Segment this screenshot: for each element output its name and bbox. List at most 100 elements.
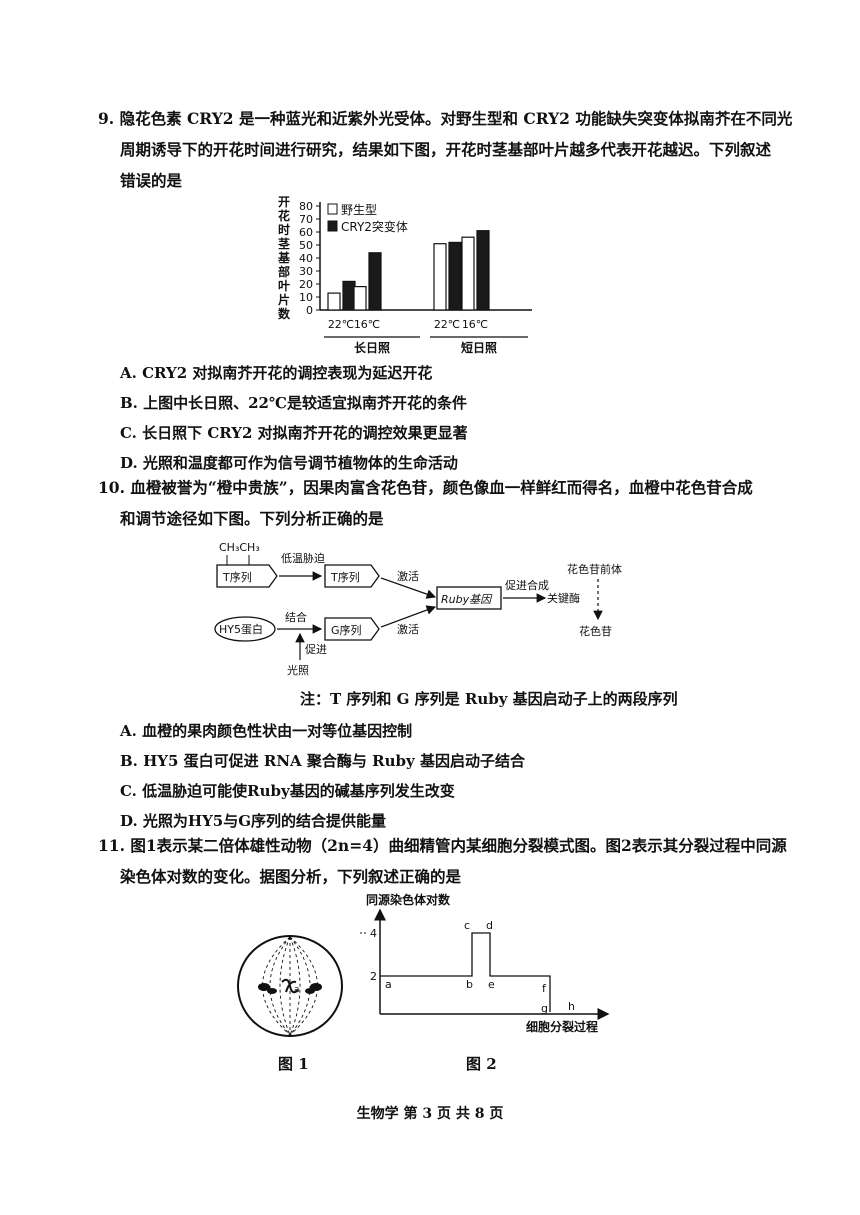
bar-mutant-0 [342, 280, 356, 311]
anthocyanin-label: 花色苷 [579, 624, 612, 638]
ylabel-char: 时 [278, 222, 290, 237]
low-temp-label: 低温胁迫 [281, 551, 325, 565]
xtick-label: 16℃ [462, 318, 488, 331]
fig2-ytick-4: 4 [370, 927, 377, 940]
bar-wild-type-2 [433, 243, 447, 311]
xtick-label: 16℃ [354, 318, 380, 331]
fig2-step-line [380, 932, 551, 1012]
ytick-label: 10 [299, 291, 313, 304]
q11-line2: 染色体对数的变化。据图分析，下列叙述正确的是 [120, 867, 462, 886]
ylabel-char: 花 [278, 208, 290, 223]
activate-label-1: 激活 [397, 569, 419, 583]
ylabel-char: 叶 [278, 278, 290, 293]
methyl-label: CH₃CH₃ [219, 541, 260, 554]
ylabel-char: 部 [278, 264, 290, 279]
q9-option-d: D. 光照和温度都可作为信号调节植物体的生命活动 [120, 454, 458, 472]
light-label: 光照 [287, 663, 309, 677]
hy5-protein-ellipse [214, 616, 276, 642]
q10-note: 注：T 序列和 G 序列是 Ruby 基因启动子上的两段序列 [300, 690, 678, 708]
cell-membrane [237, 935, 343, 1037]
ylabel-char: 茎 [278, 236, 290, 251]
ytick-label: 50 [299, 239, 313, 252]
legend-label: 野生型 [341, 203, 377, 217]
ylabel-char: 数 [278, 306, 291, 321]
promote-label: 促进 [305, 642, 327, 656]
ytick-label: 60 [299, 226, 313, 239]
point-f: f [542, 982, 547, 995]
q9-option-a: A. CRY2 对拟南芥开花的调控表现为延迟开花 [120, 364, 433, 382]
ytick-label: 40 [299, 252, 313, 265]
bar-wild-type-1 [353, 285, 367, 311]
chromosome-center [281, 978, 299, 994]
fig2-ylabel: 同源染色体对数 [366, 892, 451, 907]
q10-option-d: D. 光照为HY5与G序列的结合提供能量 [120, 812, 387, 830]
bar-mutant-1 [368, 252, 382, 311]
point-d: d [486, 919, 493, 932]
precursor-label: 花色苷前体 [567, 562, 622, 576]
ylabel-char: 基 [277, 250, 291, 265]
fig1-caption: 图 1 [278, 1055, 309, 1073]
q11-line1: 11. 图1表示某二倍体雄性动物（2n=4）曲细精管内某细胞分裂模式图。图2表示… [98, 836, 787, 855]
legend-swatch [327, 203, 338, 215]
fig2-homologous-pairs-chart: 同源染色体对数 4 2 a b c d e f g h 细胞分裂过程 [360, 892, 610, 1034]
fig2-xlabel: 细胞分裂过程 [526, 1019, 598, 1034]
chromosome-left-2 [267, 988, 277, 994]
bar-wild-type-0 [327, 292, 341, 311]
q10-option-a: A. 血橙的果肉颜色性状由一对等位基因控制 [120, 722, 413, 740]
ytick-label: 0 [306, 304, 313, 317]
point-h: h [568, 1000, 575, 1013]
q9-line3: 错误的是 [120, 171, 183, 190]
bar-wild-type-3 [461, 236, 475, 311]
q10-pathway-diagram: CH₃CH₃ T序列 低温胁迫 T序列 激活 Ruby基因 促进合成 关键酶 花… [214, 541, 622, 677]
point-b: b [466, 978, 473, 991]
ytick-label: 70 [299, 213, 313, 226]
ylabel-char: 开 [278, 195, 290, 209]
page-footer: 生物学 第 3 页 共 8 页 [356, 1106, 504, 1122]
q10-line2: 和调节途径如下图。下列分析正确的是 [120, 509, 384, 528]
ytick-label: 20 [299, 278, 313, 291]
ruby-gene-box [436, 586, 502, 610]
q9-option-b: B. 上图中长日照、22℃是较适宜拟南芥开花的条件 [120, 394, 467, 412]
q10-option-c: C. 低温胁迫可能使Ruby基因的碱基序列发生改变 [120, 782, 455, 800]
t-seq-box-2 [324, 564, 380, 588]
xtick-label: 22℃ [434, 318, 460, 331]
fig1-cell-division: a [237, 935, 343, 1037]
bar-mutant-2 [448, 241, 462, 311]
arrow-activate-2 [380, 605, 437, 628]
bind-label: 结合 [285, 610, 307, 624]
chromosome-right-2 [305, 988, 315, 994]
hy5-label: HY5蛋白 [219, 622, 263, 636]
point-e: e [488, 978, 495, 991]
t-seq-box-1 [216, 564, 278, 588]
t-seq-label-2: T序列 [330, 570, 360, 584]
ylabel-char: 片 [278, 292, 290, 307]
legend-swatch [327, 220, 338, 232]
group-label-long-day: 长日照 [354, 340, 390, 355]
bar-mutant-3 [476, 230, 490, 311]
ruby-gene-label: Ruby基因 [441, 593, 493, 606]
t-seq-label-1: T序列 [222, 570, 252, 584]
fig2-ytick-2: 2 [370, 970, 377, 983]
chromosome-mark-a: a [294, 985, 300, 995]
point-g: g [541, 1002, 548, 1015]
xtick-label: 22℃ [328, 318, 354, 331]
arrow-activate-1 [380, 577, 437, 599]
g-seq-box [324, 617, 380, 641]
g-seq-label: G序列 [331, 623, 362, 637]
q9-option-c: C. 长日照下 CRY2 对拟南芥开花的调控效果更显著 [120, 424, 468, 442]
q10-line1: 10. 血橙被誉为“橙中贵族”，因果肉富含花色苷，颜色像血一样鲜红而得名，血橙中… [98, 478, 753, 497]
legend-label: CRY2突变体 [341, 219, 408, 234]
point-a: a [385, 978, 392, 991]
group-label-short-day: 短日照 [461, 340, 497, 355]
q9-line2: 周期诱导下的开花时间进行研究，结果如下图，开花时茎基部叶片越多代表开花越迟。下列… [120, 140, 772, 159]
fig2-caption: 图 2 [466, 1055, 497, 1073]
ytick-label: 80 [299, 200, 313, 213]
point-c: c [464, 919, 470, 932]
q9-line1: 9. 隐花色素 CRY2 是一种蓝光和近紫外光受体。对野生型和 CRY2 功能缺… [98, 109, 793, 128]
activate-label-2: 激活 [397, 622, 419, 636]
chromosome-left [258, 983, 270, 991]
